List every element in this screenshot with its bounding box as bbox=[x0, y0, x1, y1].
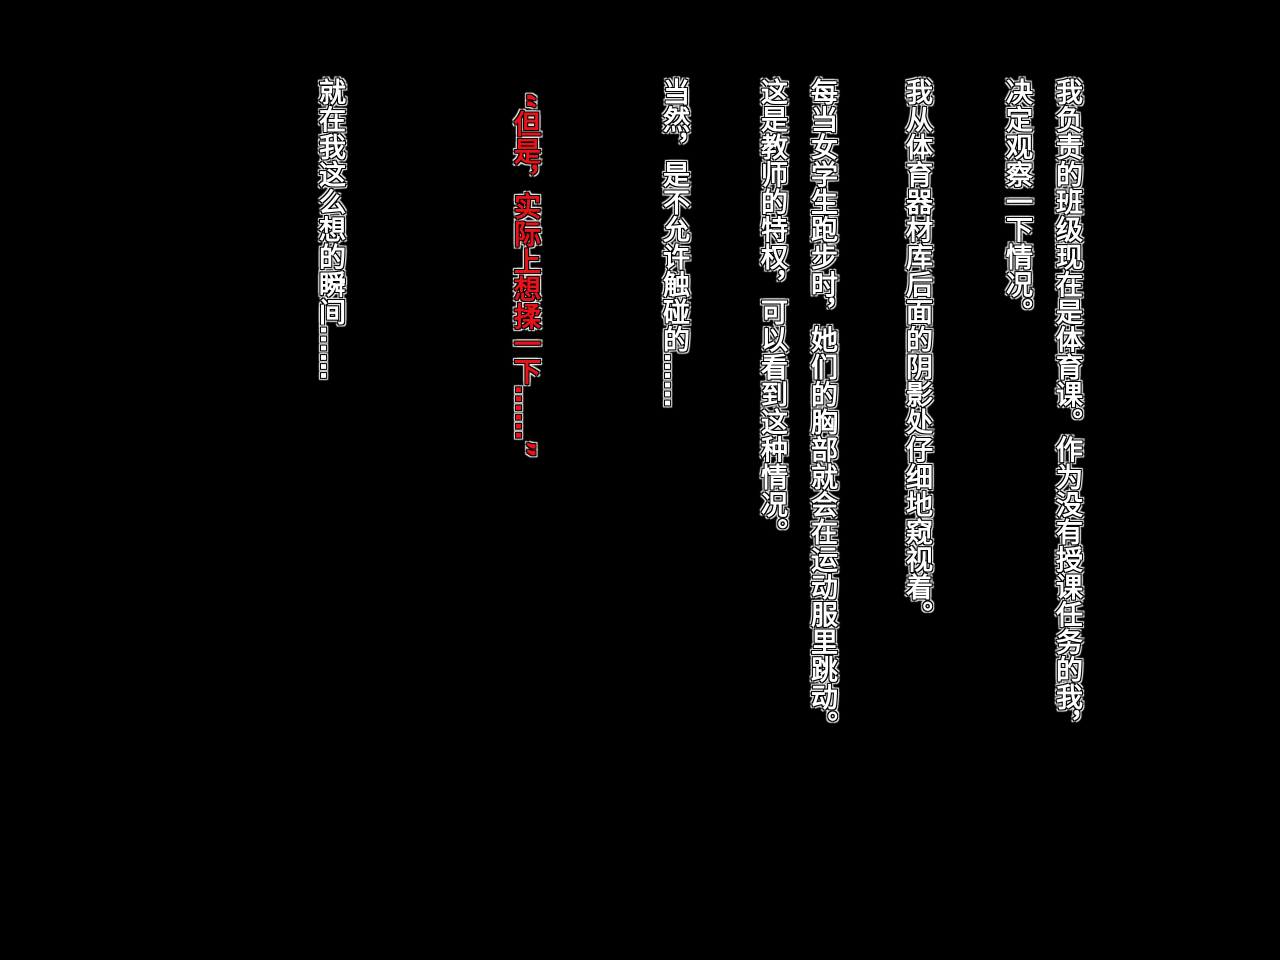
dialogue-line: “但是，实际上想揉一下……” bbox=[509, 92, 540, 459]
narration-line-4: 每当女学生跑步时，她们的胸部就会在运动服里跳动。 bbox=[806, 78, 837, 738]
narration-line-3: 我从体育器材库后面的阴影处仔细地窥视着。 bbox=[901, 78, 932, 628]
narration-line-6: 当然，是不允许触碰的…… bbox=[658, 78, 689, 408]
narration-line-2: 决定观察一下情况。 bbox=[1001, 78, 1032, 326]
narration-line-5: 这是教师的特权，可以看到这种情况。 bbox=[756, 78, 787, 546]
narration-line-1: 我负责的班级现在是体育课。作为没有授课任务的我， bbox=[1051, 78, 1082, 738]
narration-line-7: 就在我这么想的瞬间…… bbox=[314, 78, 345, 381]
